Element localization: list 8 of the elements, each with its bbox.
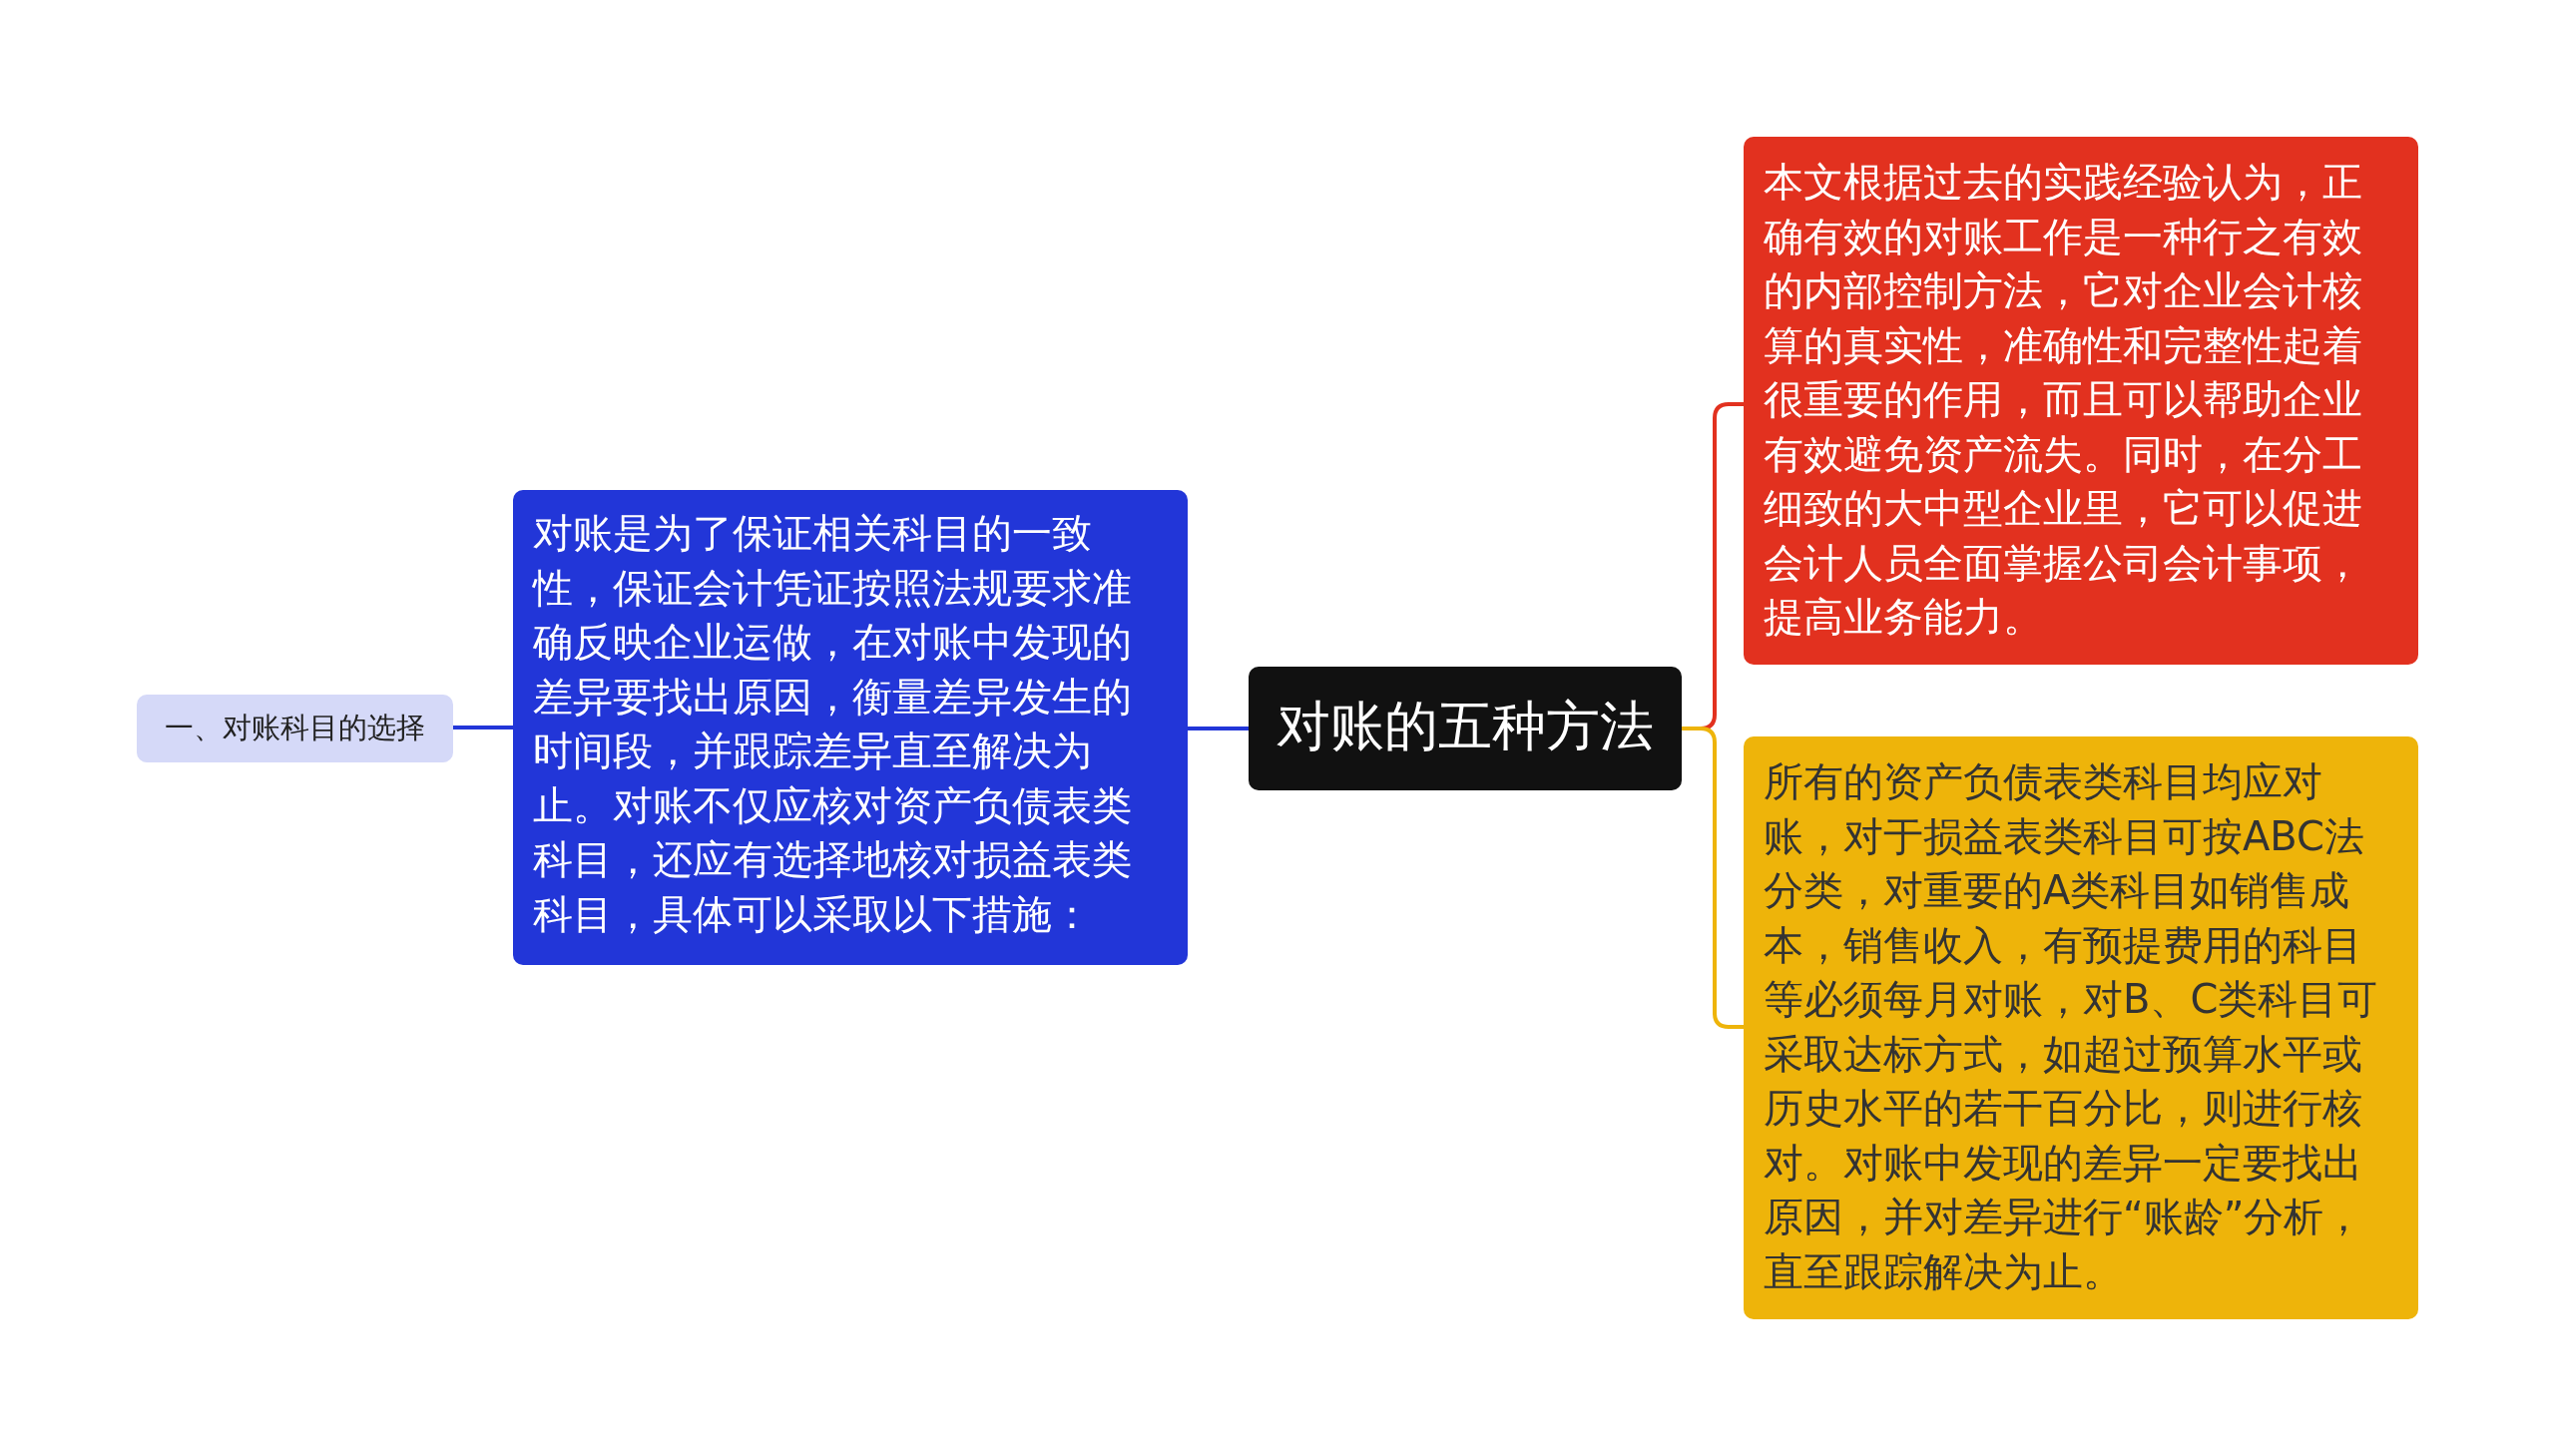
topic-box: 对账是为了保证相关科目的一致性，保证会计凭证按照法规要求准确反映企业运做，在对账中发现的差异要找出原因，衡量差异发生的时间段，并跟踪差异直至解决为止。对账不仅应核对资产负债表类科目，还应有选择地核对损益表类科目，具体可以采取以下措施：	[513, 490, 1188, 965]
central-topic-box: 对账的五种方法	[1249, 667, 1682, 790]
subtopic-box: 一、对账科目的选择	[137, 695, 453, 762]
topic-box: 本文根据过去的实践经验认为，正确有效的对账工作是一种行之有效的内部控制方法，它对企业会计核算的真实性，准确性和完整性起着很重要的作用，而且可以帮助企业有效避免资产流失。同时，在分工细致的大中型企业里，它可以促进会计人员全面掌握公司会计事项，提高业务能力。	[1744, 137, 2418, 665]
connector-line	[1188, 727, 1249, 730]
topic-box: 所有的资产负债表类科目均应对账，对于损益表类科目可按ABC法分类，对重要的A类科目如销售成本，销售收入，有预提费用的科目等必须每月对账，对B、C类科目可采取达标方式，如超过预算水平或历史水平的若干百分比，则进行核对。对账中发现的差异一定要找出原因，并对差异进行“账龄”分析，直至跟踪解决为止。	[1744, 736, 2418, 1319]
connector-line	[1682, 727, 1744, 1029]
connector-line	[453, 726, 513, 729]
